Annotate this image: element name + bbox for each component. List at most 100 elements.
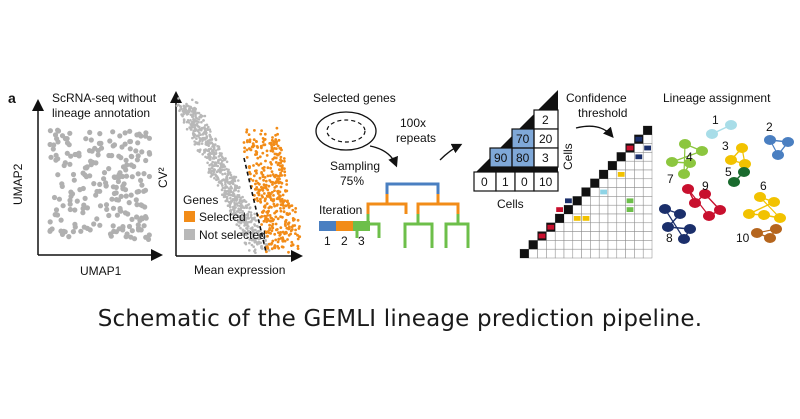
gene-dot-not-selected: [237, 189, 240, 193]
gene-dot-not-selected: [237, 194, 241, 197]
umap-dot: [138, 177, 144, 183]
matrix-grid-cell: [607, 213, 618, 224]
umap-dot: [80, 206, 86, 212]
gene-dot-not-selected: [247, 220, 251, 224]
gene-dot-selected: [289, 229, 293, 233]
confidence-line2: threshold: [578, 106, 627, 120]
umap-dot: [103, 202, 110, 208]
gene-dot-not-selected: [219, 166, 222, 170]
repeats-arrow: [439, 143, 463, 161]
gene-dot-not-selected: [185, 102, 188, 106]
dendro-level2: [366, 194, 460, 214]
gene-dot-selected: [274, 133, 277, 137]
gene-dot-not-selected: [253, 241, 257, 244]
matrix-grid-cell: [581, 240, 591, 250]
gene-dot-not-selected: [195, 137, 198, 140]
gene-dot-not-selected: [228, 176, 232, 180]
matrix-grid-cell: [590, 196, 600, 206]
matrix-cell-highlight-70: [512, 129, 534, 148]
matrix-lineage-mark: [600, 189, 607, 195]
matrix-cell-highlight-80: [512, 148, 534, 167]
gene-dot-selected: [277, 197, 281, 200]
gene-dot-not-selected: [243, 230, 246, 233]
gene-dot-selected: [262, 178, 265, 182]
gene-dot-not-selected: [240, 206, 243, 210]
matrix-grid-cell: [625, 187, 635, 197]
gene-dot-selected: [260, 194, 264, 198]
gene-dot-not-selected: [216, 148, 220, 151]
gene-dot-selected: [286, 238, 289, 241]
iteration-swatch-3: [353, 221, 370, 231]
matrix-diagonal-cell: [564, 205, 573, 214]
gene-dot-selected: [265, 202, 269, 206]
matrix-grid-cell: [616, 248, 626, 259]
umap-dot: [59, 231, 66, 237]
gene-dot-not-selected: [246, 230, 250, 234]
lineage-label: 5: [725, 165, 732, 179]
umap-dot: [126, 200, 132, 206]
umap-dot: [58, 217, 64, 223]
matrix-grid-cell: [642, 178, 653, 188]
gene-dot-not-selected: [238, 211, 242, 214]
umap-dot: [123, 234, 129, 240]
gene-dot-selected: [253, 187, 257, 191]
gene-dot-selected: [274, 161, 278, 164]
umap-dot: [74, 198, 80, 204]
umap-dot: [104, 206, 110, 212]
matrix-grid-cell: [642, 187, 653, 197]
gene-dot-not-selected: [235, 196, 239, 200]
umap-dot: [72, 151, 78, 158]
gene-dot-not-selected: [248, 241, 251, 245]
matrix-grid-cell: [642, 231, 653, 241]
matrix-grid-cell: [642, 160, 653, 171]
umap-dot: [108, 233, 114, 239]
gene-dot-not-selected: [194, 116, 198, 119]
gene-dot-selected: [294, 232, 297, 236]
gene-dot-selected: [264, 197, 267, 201]
gene-dot-selected: [296, 244, 300, 248]
gene-dot-not-selected: [189, 119, 192, 122]
gene-dot-not-selected: [217, 145, 221, 149]
gene-dot-not-selected: [236, 210, 239, 213]
gene-dot-not-selected: [193, 126, 197, 129]
gene-dot-not-selected: [211, 169, 215, 173]
umap-dot: [53, 207, 60, 213]
gene-dot-selected: [248, 147, 251, 150]
gene-dot-selected: [272, 202, 276, 206]
umap-dot: [83, 136, 89, 142]
gene-dot-selected: [243, 150, 246, 154]
matrix-grid-cell: [546, 248, 556, 259]
gene-dot-not-selected: [257, 233, 261, 237]
gene-dot-selected: [279, 209, 283, 213]
matrix-grid-cell: [616, 178, 626, 188]
gene-dot-not-selected: [214, 152, 217, 156]
matrix-grid-cell: [616, 160, 626, 171]
gene-dot-selected: [296, 247, 300, 251]
gene-dot-not-selected: [210, 152, 214, 155]
gene-dot-selected: [255, 162, 259, 166]
matrix-grid-cell: [528, 248, 538, 259]
matrix-grid-cell: [642, 248, 653, 259]
umap-dot: [143, 157, 149, 164]
umap-dot: [67, 197, 73, 203]
gene-dot-selected: [258, 182, 261, 186]
umap-dot: [133, 148, 139, 154]
gene-dot-not-selected: [254, 219, 258, 222]
gene-dot-not-selected: [253, 248, 257, 251]
umap-dot: [76, 153, 82, 159]
gene-dot-not-selected: [207, 125, 210, 129]
gene-dot-not-selected: [219, 154, 223, 157]
gene-dot-selected: [260, 223, 263, 226]
gene-dot-not-selected: [212, 145, 216, 148]
legend-selected-swatch: [184, 211, 195, 222]
matrix-diagonal-cell: [555, 214, 564, 223]
umap-dot: [129, 216, 135, 222]
matrix-grid-cell: [625, 222, 635, 232]
matrix-value-80: 80: [516, 151, 530, 165]
lineage-node: [689, 198, 701, 208]
matrix-lineage-mark: [626, 198, 634, 204]
gene-dot-selected: [249, 172, 252, 176]
gene-dot-not-selected: [238, 201, 241, 204]
matrix-grid-cell: [598, 240, 609, 250]
lineage-node: [679, 139, 691, 149]
